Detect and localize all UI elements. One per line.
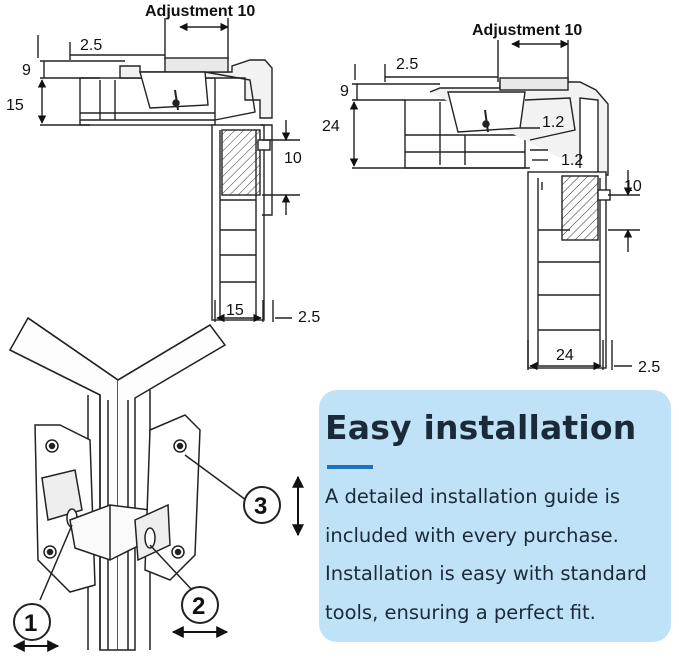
card-title: Easy installation [325, 408, 637, 447]
callout-3-number: 3 [254, 493, 267, 520]
right-dim-clearance-a: 1.2 [542, 114, 564, 131]
left-dim-door-thickness: 15 [226, 302, 244, 319]
info-card: Easy installation A detailed installatio… [319, 390, 671, 642]
left-section-view [37, 18, 300, 323]
hinge-illustration [8, 316, 247, 651]
left-dim-panel-thickness: 15 [6, 97, 24, 114]
right-adjustment-label: Adjustment 10 [472, 22, 582, 39]
right-dim-clearance-b: 1.2 [561, 152, 583, 169]
right-dim-pin-height: 10 [624, 178, 642, 195]
left-dim-offset: 2.5 [80, 37, 102, 54]
right-dim-top-gap: 9 [340, 83, 349, 100]
right-dim-panel-thickness: 24 [322, 118, 340, 135]
callout-1: 1 [12, 603, 60, 652]
right-section-view [349, 39, 640, 371]
left-adjustment-label: Adjustment 10 [145, 3, 255, 20]
left-dim-pin-height: 10 [284, 150, 302, 167]
left-dim-door-offset: 2.5 [298, 309, 320, 326]
right-dim-offset: 2.5 [396, 56, 418, 73]
callout-2-number: 2 [192, 593, 205, 620]
title-underline [327, 465, 373, 469]
callout-3: 3 [243, 475, 304, 537]
right-dim-door-offset: 2.5 [638, 359, 660, 376]
left-dim-top-gap: 9 [22, 62, 31, 79]
callout-1-number: 1 [24, 610, 37, 637]
right-dim-door-thickness: 24 [556, 347, 574, 364]
card-body: A detailed installation guide is include… [325, 485, 647, 624]
callout-2: 2 [171, 586, 229, 638]
